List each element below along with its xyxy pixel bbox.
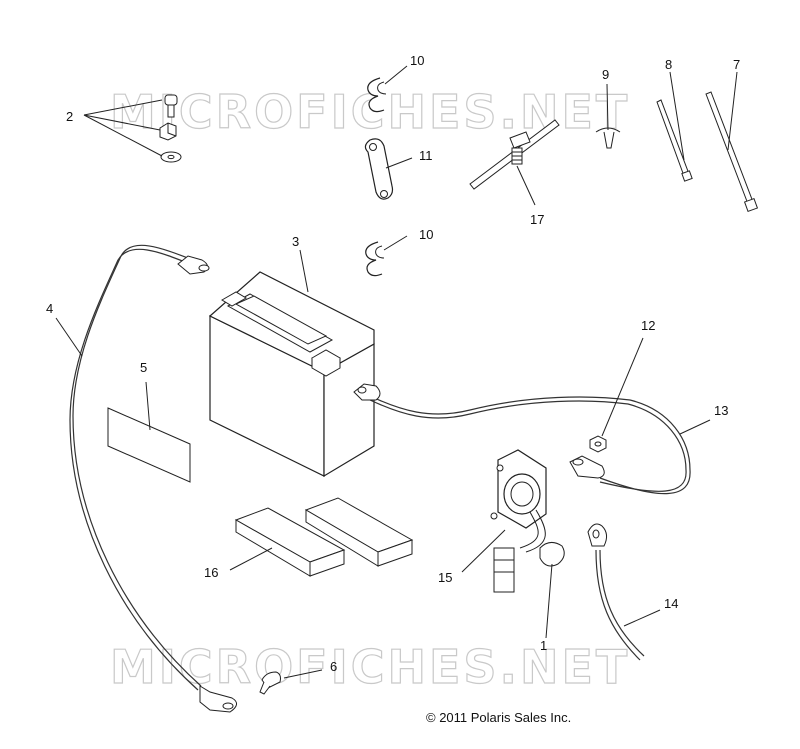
part-label-16: 16 [204,565,218,580]
part-label-4: 4 [46,301,53,316]
link-bracket [364,138,413,200]
decal [107,381,191,483]
short-cable [587,523,661,661]
watermark-bottom: MICROFICHES.NET [110,640,630,694]
part-label-15: 15 [438,570,452,585]
part-label-7: 7 [733,57,740,72]
screw [259,669,323,695]
part-label-14: 14 [664,596,678,611]
part-label-17: 17 [530,212,544,227]
cable-tie-long [705,71,759,213]
push-rivet [595,83,621,149]
terminal-boot [539,542,565,639]
part-label-10-top: 10 [410,53,424,68]
clip-lower [365,235,408,277]
part-label-1: 1 [540,638,547,653]
part-label-6: 6 [330,659,337,674]
ground-cable [55,244,237,713]
part-label-13: 13 [714,403,728,418]
nut [589,337,644,453]
part-label-10-lower: 10 [419,227,433,242]
part-label-3: 3 [292,234,299,249]
battery-pads [229,497,414,577]
part-label-5: 5 [140,360,147,375]
part-label-2: 2 [66,109,73,124]
battery-bolt-hardware [83,94,182,163]
part-label-8: 8 [665,57,672,72]
battery [208,249,375,478]
part-label-11: 11 [419,148,433,163]
strap-clip [469,119,560,206]
clip-top [367,65,408,113]
solenoid [461,449,547,593]
positive-cable [353,383,711,495]
part-label-9: 9 [602,67,609,82]
part-label-12: 12 [641,318,655,333]
cable-tie-short [656,71,693,182]
copyright-notice: © 2011 Polaris Sales Inc. [426,710,571,725]
